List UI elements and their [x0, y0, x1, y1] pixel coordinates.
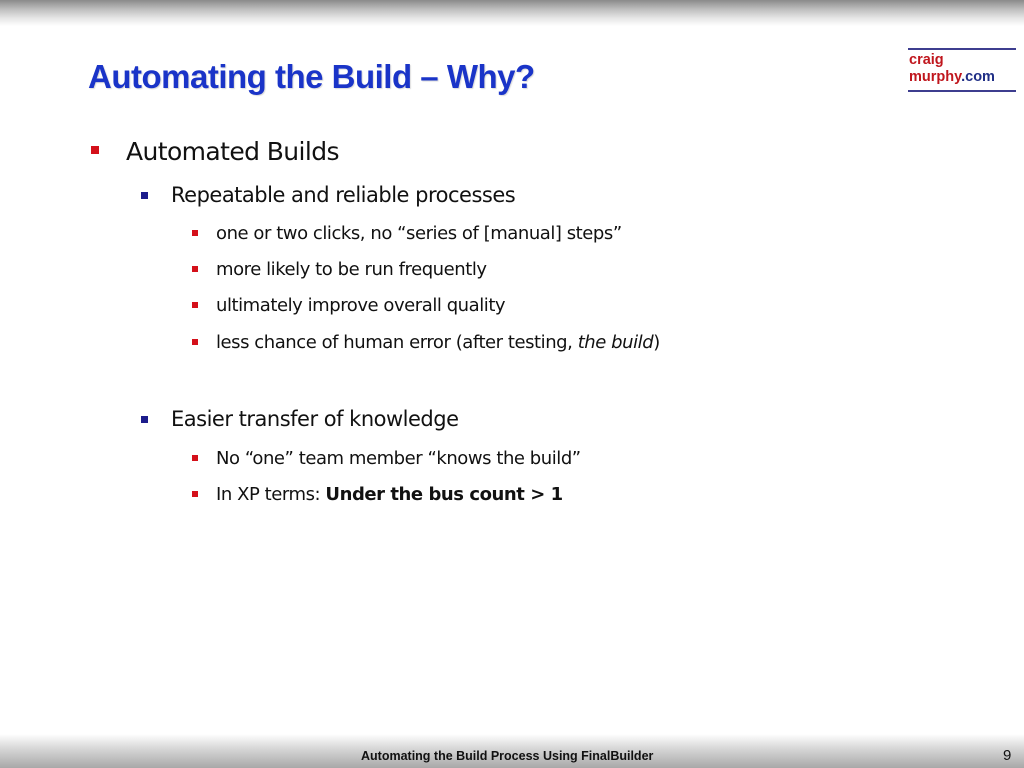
- square-bullet-icon: [192, 230, 198, 236]
- bullet-one-or-two-clicks: one or two clicks, no “series of [manual…: [216, 223, 622, 244]
- less-chance-italic: the build: [577, 332, 654, 353]
- xp-terms-bold: Under the bus count > 1: [325, 484, 563, 505]
- bullet-ultimately: ultimately improve overall quality: [216, 295, 506, 316]
- bullet-repeatable: Repeatable and reliable processes: [171, 183, 516, 207]
- logo-line-murphy: murphy.com: [909, 69, 995, 85]
- bottom-gradient-band: [0, 734, 1024, 768]
- page-number: 9: [1003, 747, 1012, 764]
- square-bullet-icon: [192, 302, 198, 308]
- square-bullet-icon: [192, 266, 198, 272]
- square-bullet-icon: [141, 416, 148, 423]
- logo-murphy-text: murphy: [909, 69, 962, 85]
- bullet-no-one: No “one” team member “knows the build”: [216, 448, 581, 469]
- bullet-xp-terms: In XP terms: Under the bus count > 1: [216, 484, 563, 505]
- less-chance-close: ): [653, 332, 660, 353]
- square-bullet-icon: [141, 192, 148, 199]
- square-bullet-icon: [192, 339, 198, 345]
- logo-top-rule: [908, 48, 1016, 50]
- logo-bottom-rule: [908, 90, 1016, 92]
- top-gradient-band: [0, 0, 1024, 26]
- bullet-easier-transfer: Easier transfer of knowledge: [171, 407, 459, 431]
- square-bullet-icon: [192, 455, 198, 461]
- bullet-less-chance: less chance of human error (after testin…: [216, 332, 660, 353]
- bullet-automated-builds: Automated Builds: [126, 137, 340, 166]
- less-chance-text: less chance of human error (after testin…: [216, 332, 578, 353]
- logo: craig murphy.com: [908, 46, 1016, 94]
- square-bullet-icon: [192, 491, 198, 497]
- footer-text: Automating the Build Process Using Final…: [361, 749, 654, 763]
- square-bullet-icon: [91, 146, 99, 154]
- xp-terms-text: In XP terms:: [216, 484, 326, 505]
- slide-title: Automating the Build – Why?: [88, 58, 535, 95]
- bullet-more-likely: more likely to be run frequently: [216, 259, 487, 280]
- logo-line-craig: craig: [909, 52, 944, 68]
- logo-dotcom-text: .com: [961, 69, 995, 85]
